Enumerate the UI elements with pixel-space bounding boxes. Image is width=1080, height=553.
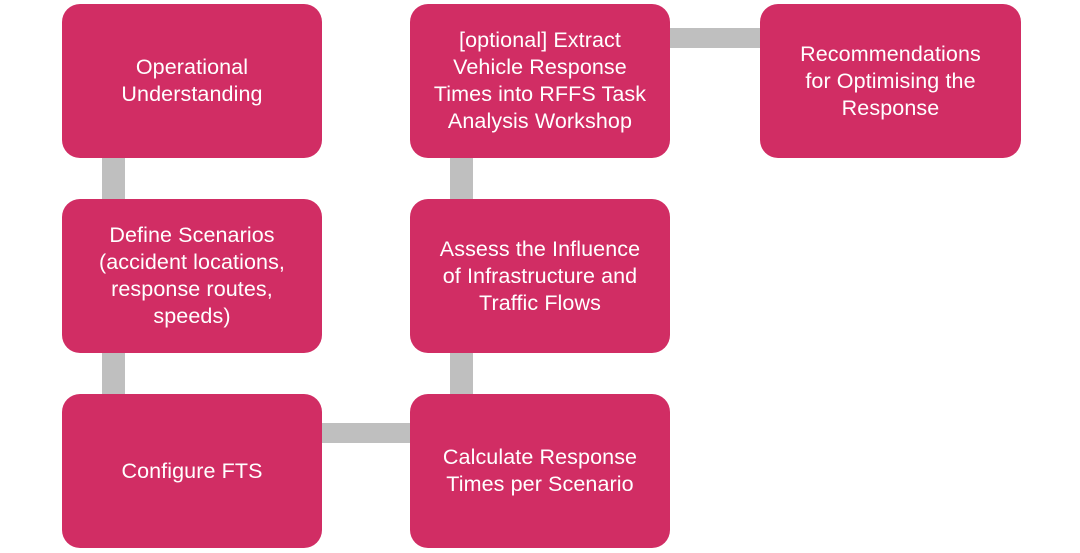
connector-assess-influence-to-calculate — [450, 345, 473, 403]
node-label: Calculate Response Times per Scenario — [442, 445, 638, 496]
node-operational-understanding: Operational Understanding — [62, 4, 322, 158]
node-configure-fts: Configure FTS — [62, 394, 322, 548]
node-label: Operational Understanding — [121, 55, 263, 106]
node-label: Define Scenarios (accident locations, re… — [98, 223, 286, 328]
node-extract-vehicle-response-times: [optional] Extract Vehicle Response Time… — [410, 4, 670, 158]
node-label: Recommendations for Optimising the Respo… — [800, 41, 981, 120]
node-recommendations: Recommendations for Optimising the Respo… — [760, 4, 1021, 158]
connector-operational-to-define-scenarios — [102, 150, 125, 208]
node-assess-influence: Assess the Influence of Infrastructure a… — [410, 199, 670, 353]
connector-extract-to-assess-influence — [450, 150, 473, 208]
connector-configure-fts-to-calculate — [314, 423, 418, 443]
node-calculate-response-times: Calculate Response Times per Scenario — [410, 394, 670, 548]
connector-extract-to-recommendations — [660, 28, 768, 48]
node-label: Assess the Influence of Infrastructure a… — [439, 236, 641, 315]
node-label: [optional] Extract Vehicle Response Time… — [433, 28, 647, 133]
node-label: Configure FTS — [121, 458, 263, 483]
node-define-scenarios: Define Scenarios (accident locations, re… — [62, 199, 322, 353]
connector-define-scenarios-to-configure-fts — [102, 345, 125, 403]
